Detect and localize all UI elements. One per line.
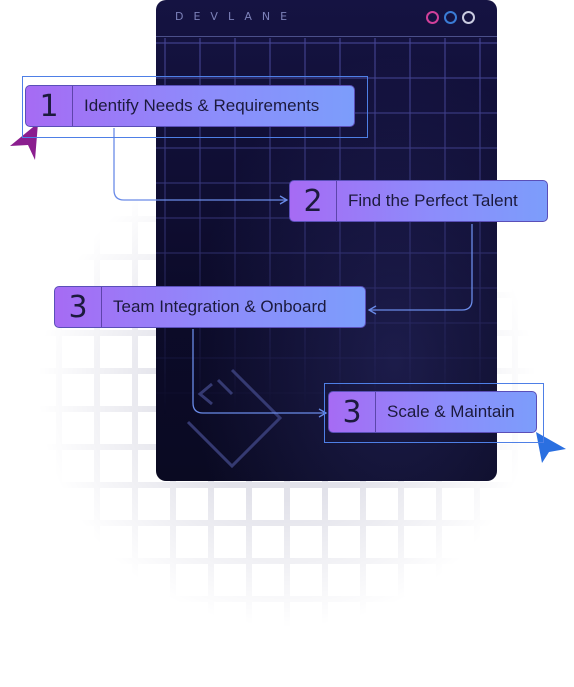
selection-box-step-1 <box>22 76 368 138</box>
window-control-blue[interactable] <box>444 11 457 24</box>
step-1[interactable]: 1 Identify Needs & Requirements <box>25 85 355 127</box>
connector-2-3 <box>369 224 473 311</box>
step-number: 3 <box>329 392 376 432</box>
step-label: Team Integration & Onboard <box>113 297 327 316</box>
step-number: 1 <box>26 86 73 126</box>
window-control-white[interactable] <box>462 11 475 24</box>
logo-mark-icon <box>186 368 283 469</box>
step-label: Scale & Maintain <box>387 402 515 421</box>
step-4[interactable]: 3 Scale & Maintain <box>328 391 537 433</box>
connector-1-2 <box>113 128 287 201</box>
window-control-pink[interactable] <box>426 11 439 24</box>
brand-title: DEVLANE <box>175 10 298 23</box>
cursor-arrow-icon <box>10 123 38 160</box>
window-controls <box>426 11 475 24</box>
selection-box-step-4 <box>324 383 544 443</box>
step-number: 3 <box>55 287 102 327</box>
step-number: 2 <box>290 181 337 221</box>
step-label: Identify Needs & Requirements <box>84 96 320 115</box>
connector-3-4 <box>192 329 326 414</box>
step-label: Find the Perfect Talent <box>348 191 518 210</box>
title-bar: DEVLANE <box>156 0 497 37</box>
step-3[interactable]: 3 Team Integration & Onboard <box>54 286 366 328</box>
step-2[interactable]: 2 Find the Perfect Talent <box>289 180 548 222</box>
